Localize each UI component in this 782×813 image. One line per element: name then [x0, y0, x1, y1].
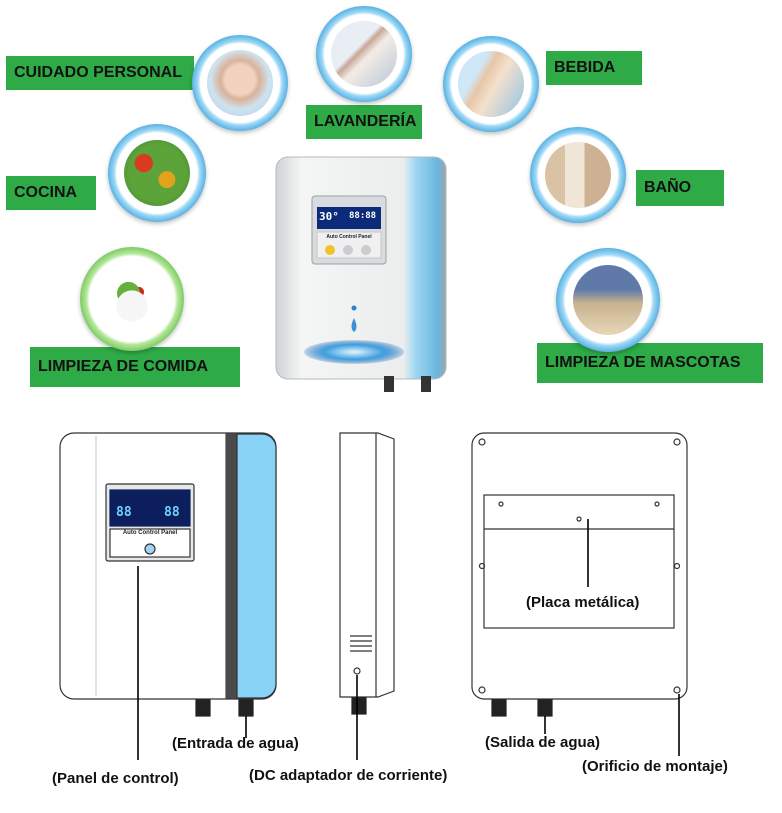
vegetables-image	[123, 139, 191, 207]
label-food-cleaning: LIMPIEZA DE COMIDA	[30, 347, 240, 387]
label-personal-care: CUIDADO PERSONAL	[6, 56, 194, 90]
salad-image	[96, 263, 168, 335]
back-view	[471, 432, 688, 756]
photo-panel-title: Auto Control Panel	[326, 234, 372, 240]
control-panel-label: (Panel de control)	[52, 770, 179, 787]
label-kitchen: COCINA	[6, 176, 96, 210]
personal-care-bubble	[192, 35, 288, 131]
photo-time-display: 88:88	[349, 211, 377, 221]
pet-cleaning-bubble	[556, 248, 660, 352]
front-panel-title: Auto Control Panel	[122, 530, 178, 536]
kitchen-bubble	[108, 124, 206, 222]
water-outlet-label: (Salida de agua)	[485, 734, 601, 751]
label-laundry: LAVANDERÍA	[306, 105, 422, 139]
front-temp-display: 88	[116, 505, 132, 520]
bath-bubble	[530, 127, 626, 223]
bathroom-image	[545, 142, 611, 208]
laundry-image	[331, 21, 397, 87]
label-pet-cleaning: LIMPIEZA DE MASCOTAS	[537, 343, 763, 383]
face-image	[207, 50, 273, 116]
label-drink: BEBIDA	[546, 51, 642, 85]
mounting-hole-label: (Orificio de montaje)	[582, 758, 728, 775]
metal-plate-label: (Placa metálica)	[526, 594, 640, 611]
dog-shower-image	[572, 264, 644, 336]
front-view	[59, 432, 277, 760]
food-cleaning-bubble	[80, 247, 184, 351]
dc-adapter-label: (DC adaptador de corriente)	[249, 767, 448, 784]
drink-bubble	[443, 36, 539, 132]
label-bath: BAÑO	[636, 170, 724, 206]
laundry-bubble	[316, 6, 412, 102]
photo-temp-display: 30°	[319, 210, 339, 223]
front-time-display: 88	[164, 505, 180, 520]
water-inlet-label: (Entrada de agua)	[172, 735, 299, 752]
side-view	[339, 432, 395, 760]
drink-image	[458, 51, 524, 117]
